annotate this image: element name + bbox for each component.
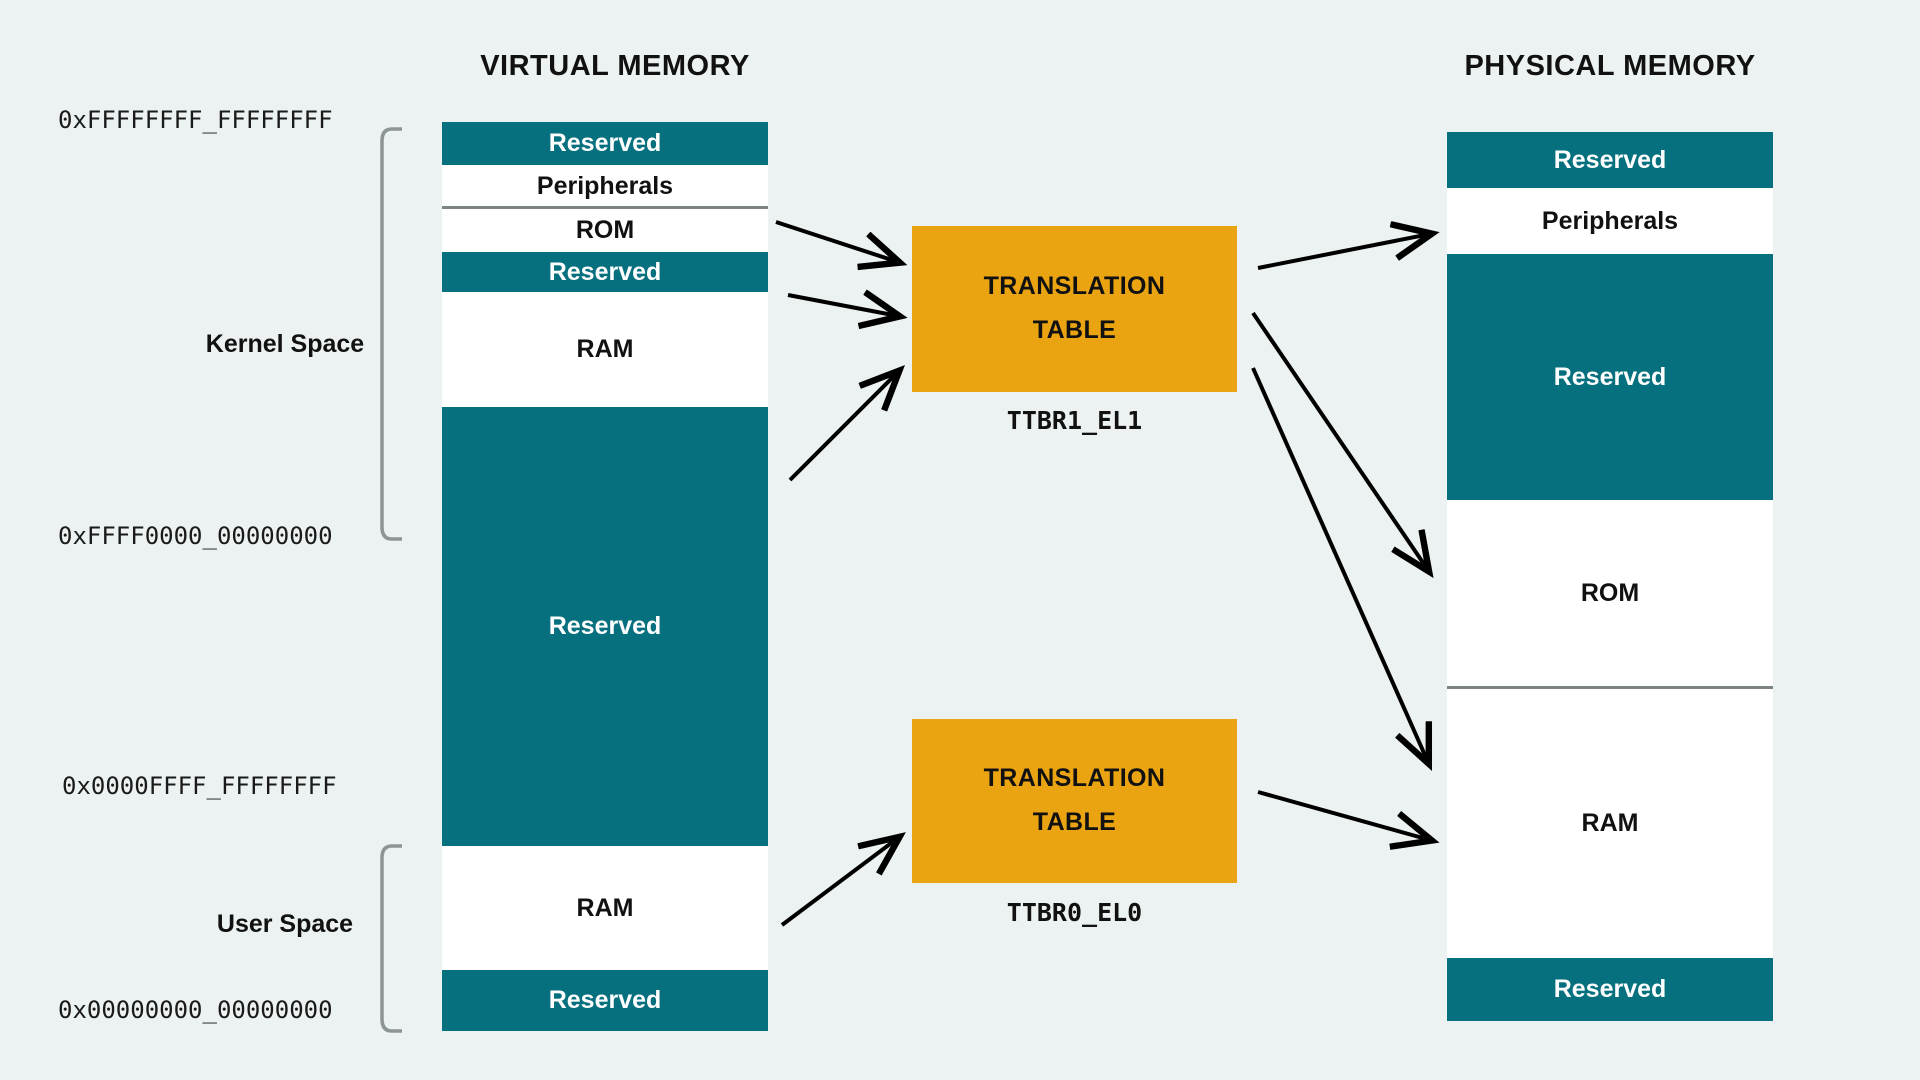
user-space-label: User Space [216, 910, 354, 938]
kernel-space-label: Kernel Space [205, 330, 365, 358]
user-space-bracket [380, 844, 402, 1033]
kernel-space-bracket [380, 127, 402, 541]
translation-table-line1: TRANSLATION [983, 764, 1166, 793]
translation-table-line2: TABLE [1032, 808, 1117, 836]
translation-table-ttbr1-box[interactable]: TRANSLATION TABLE [912, 226, 1237, 392]
physical-memory-title: PHYSICAL MEMORY [1464, 50, 1756, 82]
virtual-block-rom[interactable]: ROM [442, 209, 768, 252]
arrow-ram-to-ttbr1 [788, 372, 898, 482]
physical-divider-rom-ram [1447, 686, 1773, 689]
arrow-ttbr1-to-ram [1251, 367, 1428, 762]
arrow-peripherals-to-ttbr1 [775, 220, 898, 262]
arrow-user-ram-to-ttbr0 [780, 838, 898, 927]
virtual-memory-title: VIRTUAL MEMORY [480, 50, 750, 82]
physical-block-rom[interactable]: ROM [1447, 500, 1773, 686]
address-label-user-base: 0x00000000_00000000 [58, 996, 333, 1024]
translation-table-ttbr0-caption: TTBR0_EL0 [1006, 898, 1143, 927]
arrow-ttbr0-to-ram [1257, 790, 1430, 840]
translation-table-ttbr0-box[interactable]: TRANSLATION TABLE [912, 719, 1237, 883]
virtual-block-ram-kernel[interactable]: RAM [442, 292, 768, 407]
translation-table-ttbr1-caption: TTBR1_EL1 [1006, 406, 1143, 435]
translation-table-line1: TRANSLATION [983, 272, 1166, 301]
arrow-ttbr1-to-peripherals [1257, 234, 1430, 270]
arrow-ttbr1-to-rom [1251, 311, 1428, 570]
address-label-kernel-base: 0xFFFF0000_00000000 [58, 522, 333, 550]
virtual-divider-peripherals-rom [442, 206, 768, 209]
physical-block-reserved-large[interactable]: Reserved [1447, 254, 1773, 500]
translation-table-line2: TABLE [1032, 316, 1117, 344]
address-label-top: 0xFFFFFFFF_FFFFFFFF [58, 106, 333, 134]
arrow-rom-to-ttbr1 [787, 295, 898, 316]
address-label-user-top: 0x0000FFFF_FFFFFFFF [62, 772, 337, 800]
